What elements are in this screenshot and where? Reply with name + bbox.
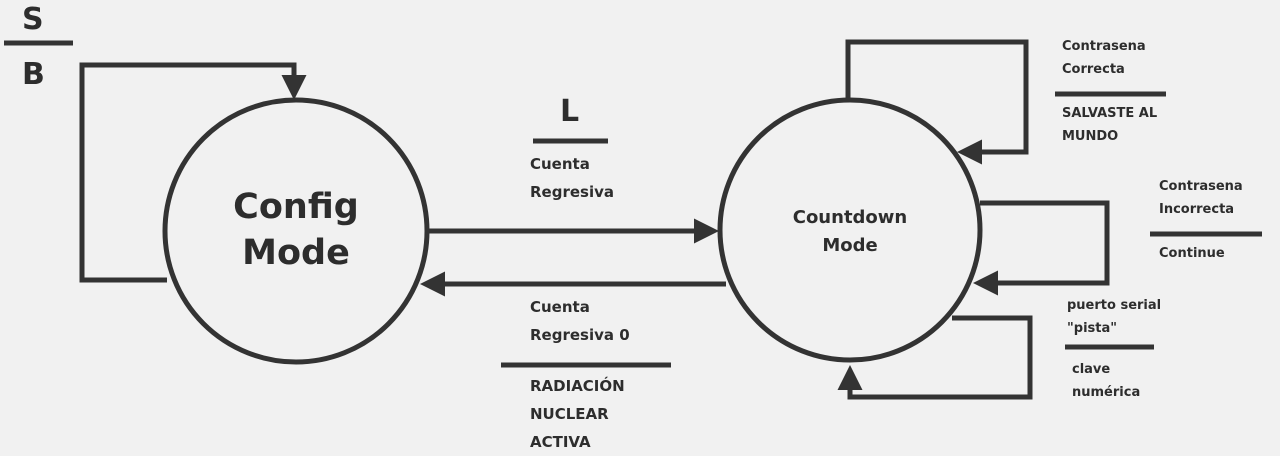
l-label: L bbox=[560, 94, 580, 129]
regresiva-label: Regresiva bbox=[530, 183, 615, 201]
mundo-label: MUNDO bbox=[1062, 129, 1119, 144]
nuclear-label: NUCLEAR bbox=[530, 405, 609, 423]
radiacion-label: RADIACIÓN bbox=[530, 377, 625, 395]
salvaste-label: SALVASTE AL bbox=[1062, 106, 1158, 121]
incorrect-loop-arrow bbox=[973, 200, 1110, 296]
cuenta-label: Cuenta bbox=[530, 155, 590, 173]
correct-loop-arrow bbox=[845, 39, 1029, 165]
correcta-label: Correcta bbox=[1062, 62, 1125, 77]
contrasena-label-2: Contrasena bbox=[1159, 179, 1243, 194]
activa-label: ACTIVA bbox=[530, 433, 591, 451]
regresiva-0-label: Regresiva 0 bbox=[530, 326, 630, 344]
countdown-mode-line2: Mode bbox=[822, 235, 878, 256]
config-self-loop-arrow bbox=[79, 62, 307, 283]
b-label: B bbox=[22, 57, 45, 92]
countdown-mode-line1: Countdown bbox=[792, 207, 908, 228]
countdown-mode-label: Countdown Mode bbox=[770, 204, 930, 260]
s-label: S bbox=[22, 2, 44, 37]
puerto-serial-label: puerto serial bbox=[1067, 298, 1162, 313]
config-mode-line1: Config bbox=[233, 187, 359, 227]
clave-label: clave bbox=[1072, 362, 1111, 377]
incorrecta-label: Incorrecta bbox=[1159, 202, 1235, 217]
continue-label: Continue bbox=[1159, 246, 1225, 261]
serial-loop-arrow bbox=[837, 315, 1033, 400]
config-mode-line2: Mode bbox=[242, 233, 350, 273]
cuenta-label-2: Cuenta bbox=[530, 298, 590, 316]
numerica-label: numérica bbox=[1072, 385, 1141, 400]
contrasena-label: Contrasena bbox=[1062, 39, 1146, 54]
config-mode-label: Config Mode bbox=[196, 184, 396, 276]
pista-label: "pista" bbox=[1067, 321, 1118, 336]
